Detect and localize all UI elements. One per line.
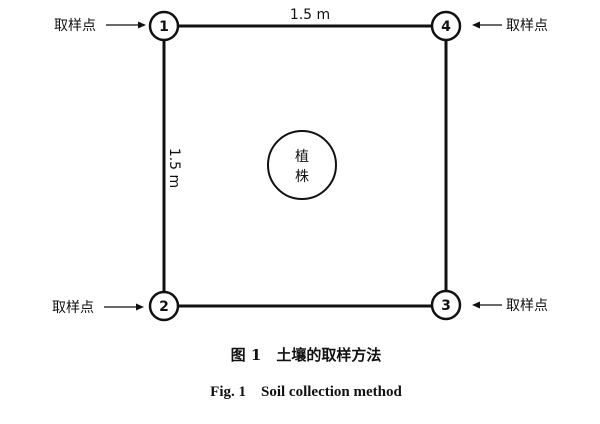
figure-caption-chinese: 图 1 土壤的取样方法	[231, 346, 382, 364]
plot-boundary	[162, 24, 448, 308]
sampling-point-label: 取样点	[52, 300, 94, 316]
plant-label-line1: 植	[295, 149, 309, 165]
arrow-head-icon	[138, 21, 146, 29]
figure-caption-english: Fig. 1 Soil collection method	[210, 384, 402, 400]
sampling-point-4: 4 取样点	[430, 10, 548, 42]
sampling-point-label: 取样点	[506, 18, 548, 34]
sampling-point-label: 取样点	[54, 18, 96, 34]
point-marker	[430, 10, 462, 42]
point-marker	[148, 10, 180, 42]
point-number: 3	[441, 298, 451, 314]
sampling-point-1: 取样点 1	[54, 10, 180, 42]
sampling-point-label: 取样点	[506, 298, 548, 314]
side-dimension-label: 1.5 m	[166, 148, 182, 188]
point-number: 2	[159, 299, 169, 315]
point-number: 1	[159, 19, 169, 35]
plant-label-line2: 株	[295, 169, 309, 185]
arrow-head-icon	[472, 301, 480, 309]
arrow-head-icon	[472, 21, 480, 29]
sampling-point-2: 取样点 2	[52, 290, 180, 322]
point-number: 4	[441, 19, 451, 35]
plant-circle	[267, 130, 337, 200]
top-dimension-label: 1.5 m	[290, 7, 330, 23]
arrow-head-icon	[136, 303, 144, 311]
sampling-point-3: 3 取样点	[430, 289, 548, 321]
point-marker	[148, 290, 180, 322]
point-marker	[430, 289, 462, 321]
